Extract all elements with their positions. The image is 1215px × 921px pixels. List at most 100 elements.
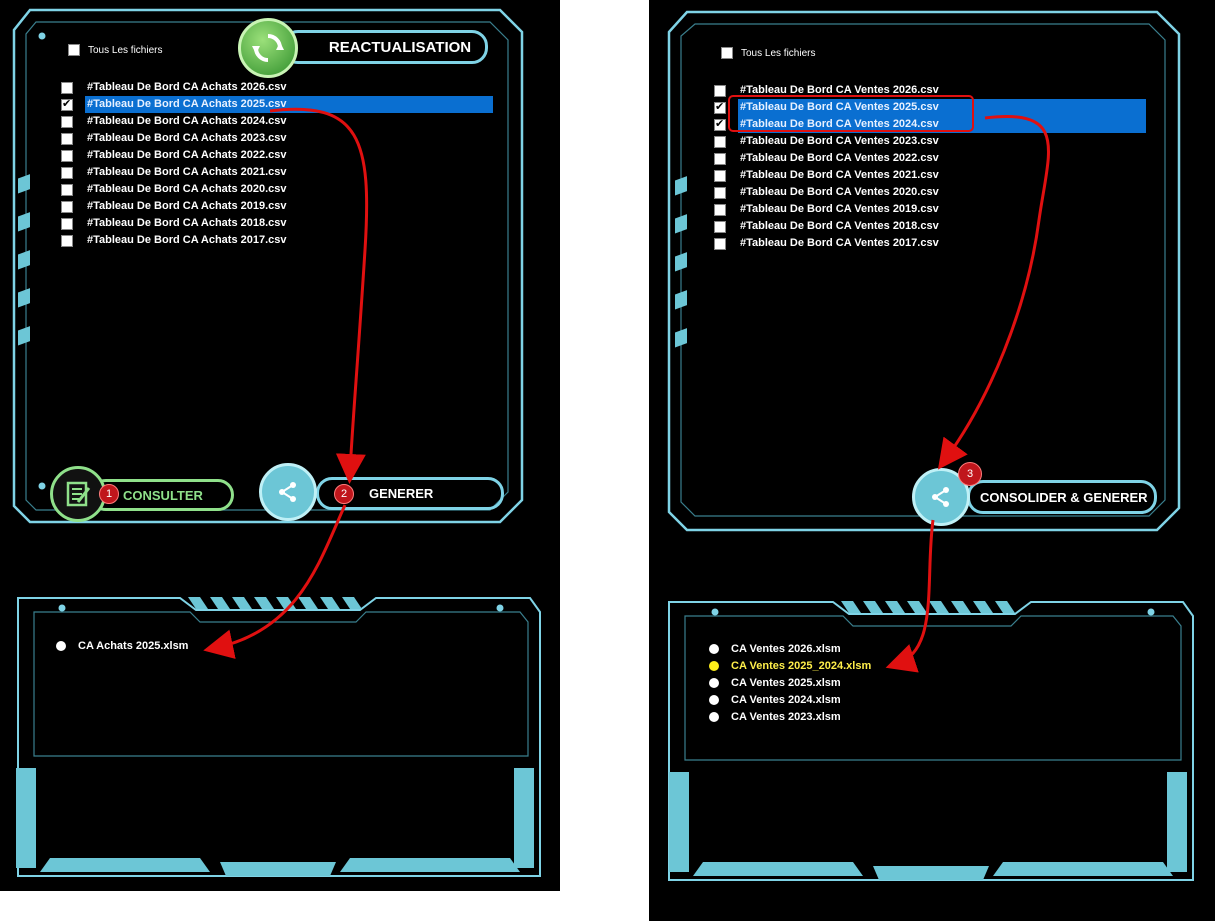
- refresh-icon[interactable]: [238, 18, 298, 78]
- file-row[interactable]: #Tableau De Bord CA Achats 2021.csv: [61, 164, 493, 181]
- file-name: #Tableau De Bord CA Achats 2026.csv: [87, 81, 287, 93]
- step-badge-2: 2: [334, 484, 354, 504]
- output-radio[interactable]: [709, 694, 719, 705]
- refresh-button[interactable]: REACTUALISATION: [282, 30, 488, 64]
- output-radio[interactable]: [709, 711, 719, 722]
- file-checkbox[interactable]: [714, 152, 726, 165]
- file-name: #Tableau De Bord CA Achats 2017.csv: [87, 234, 287, 246]
- ventes-file-list: #Tableau De Bord CA Ventes 2026.csv #Tabl…: [714, 82, 1146, 252]
- consult-label: CONSULTER: [123, 487, 203, 503]
- file-name: #Tableau De Bord CA Ventes 2020.csv: [740, 186, 939, 198]
- file-checkbox[interactable]: [714, 220, 726, 233]
- file-checkbox[interactable]: [714, 117, 726, 131]
- file-row[interactable]: #Tableau De Bord CA Achats 2026.csv: [61, 79, 493, 96]
- consolidate-generate-button[interactable]: CONSOLIDER & GENERER: [967, 480, 1157, 514]
- file-name: #Tableau De Bord CA Ventes 2022.csv: [740, 152, 939, 164]
- file-row[interactable]: #Tableau De Bord CA Ventes 2025.csv: [714, 99, 1146, 116]
- file-row[interactable]: #Tableau De Bord CA Ventes 2024.csv: [714, 116, 1146, 133]
- file-row[interactable]: #Tableau De Bord CA Ventes 2017.csv: [714, 235, 1146, 252]
- ventes-output-list: CA Ventes 2026.xlsm CA Ventes 2025_2024.x…: [709, 640, 871, 725]
- file-row[interactable]: #Tableau De Bord CA Achats 2020.csv: [61, 181, 493, 198]
- file-name: #Tableau De Bord CA Ventes 2025.csv: [738, 99, 1146, 116]
- select-all[interactable]: Tous Les fichiers: [68, 44, 162, 56]
- generate-button[interactable]: GENERER: [316, 477, 504, 510]
- output-radio[interactable]: [709, 677, 719, 688]
- output-file-name: CA Ventes 2024.xlsm: [731, 693, 841, 706]
- output-file-item[interactable]: CA Ventes 2025.xlsm: [709, 674, 871, 691]
- output-file-name: CA Ventes 2026.xlsm: [731, 642, 841, 655]
- file-checkbox[interactable]: [61, 166, 73, 179]
- achats-output-list: CA Achats 2025.xlsm: [56, 637, 188, 654]
- file-row[interactable]: #Tableau De Bord CA Ventes 2022.csv: [714, 150, 1146, 167]
- file-checkbox[interactable]: [61, 132, 73, 145]
- file-row[interactable]: #Tableau De Bord CA Ventes 2020.csv: [714, 184, 1146, 201]
- select-all-label: Tous Les fichiers: [741, 47, 816, 59]
- file-checkbox[interactable]: [61, 149, 73, 162]
- step-badge-3: 3: [958, 462, 982, 486]
- file-row[interactable]: #Tableau De Bord CA Achats 2018.csv: [61, 215, 493, 232]
- file-name: #Tableau De Bord CA Ventes 2021.csv: [740, 169, 939, 181]
- file-checkbox[interactable]: [61, 81, 73, 94]
- output-file-item[interactable]: CA Ventes 2025_2024.xlsm: [709, 657, 871, 674]
- file-checkbox[interactable]: [61, 200, 73, 213]
- output-file-item[interactable]: CA Achats 2025.xlsm: [56, 637, 188, 654]
- file-name: #Tableau De Bord CA Ventes 2019.csv: [740, 203, 939, 215]
- file-name: #Tableau De Bord CA Achats 2021.csv: [87, 166, 287, 178]
- output-file-item[interactable]: CA Ventes 2023.xlsm: [709, 708, 871, 725]
- file-name: #Tableau De Bord CA Achats 2025.csv: [85, 96, 493, 113]
- output-file-name: CA Ventes 2023.xlsm: [731, 710, 841, 723]
- file-row[interactable]: #Tableau De Bord CA Achats 2022.csv: [61, 147, 493, 164]
- file-checkbox[interactable]: [714, 84, 726, 97]
- file-checkbox[interactable]: [61, 115, 73, 128]
- file-row[interactable]: #Tableau De Bord CA Achats 2023.csv: [61, 130, 493, 147]
- file-name: #Tableau De Bord CA Ventes 2017.csv: [740, 237, 939, 249]
- file-name: #Tableau De Bord CA Achats 2023.csv: [87, 132, 287, 144]
- file-row[interactable]: #Tableau De Bord CA Achats 2017.csv: [61, 232, 493, 249]
- file-checkbox[interactable]: [714, 186, 726, 199]
- file-name: #Tableau De Bord CA Achats 2022.csv: [87, 149, 287, 161]
- consult-icon[interactable]: [50, 466, 106, 522]
- select-all-label: Tous Les fichiers: [88, 44, 163, 56]
- generate-label: GENERER: [369, 486, 434, 501]
- file-name: #Tableau De Bord CA Achats 2024.csv: [87, 115, 287, 127]
- output-file-item[interactable]: CA Ventes 2024.xlsm: [709, 691, 871, 708]
- file-checkbox[interactable]: [61, 97, 73, 111]
- output-file-name: CA Achats 2025.xlsm: [78, 639, 189, 652]
- consolidate-generate-label: CONSOLIDER & GENERER: [980, 489, 1148, 505]
- file-checkbox[interactable]: [714, 169, 726, 182]
- achats-file-list: #Tableau De Bord CA Achats 2026.csv #Tabl…: [61, 79, 493, 249]
- file-checkbox[interactable]: [714, 237, 726, 250]
- select-all-checkbox[interactable]: [721, 47, 733, 59]
- file-row[interactable]: #Tableau De Bord CA Ventes 2021.csv: [714, 167, 1146, 184]
- output-radio[interactable]: [709, 660, 719, 671]
- file-name: #Tableau De Bord CA Ventes 2026.csv: [740, 84, 939, 96]
- file-checkbox[interactable]: [61, 234, 73, 247]
- output-radio[interactable]: [56, 640, 66, 651]
- file-name: #Tableau De Bord CA Ventes 2018.csv: [740, 220, 939, 232]
- file-row[interactable]: #Tableau De Bord CA Ventes 2019.csv: [714, 201, 1146, 218]
- file-row[interactable]: #Tableau De Bord CA Ventes 2026.csv: [714, 82, 1146, 99]
- output-radio[interactable]: [709, 643, 719, 654]
- select-all[interactable]: Tous Les fichiers: [721, 47, 815, 59]
- share-icon[interactable]: [259, 463, 317, 521]
- file-name: #Tableau De Bord CA Achats 2018.csv: [87, 217, 287, 229]
- achats-panel: Tous Les fichiers REACTUALISATION #Table…: [0, 0, 560, 891]
- step-badge-1: 1: [99, 484, 119, 504]
- file-row[interactable]: #Tableau De Bord CA Achats 2024.csv: [61, 113, 493, 130]
- file-checkbox[interactable]: [714, 100, 726, 114]
- file-name: #Tableau De Bord CA Achats 2020.csv: [87, 183, 287, 195]
- file-checkbox[interactable]: [714, 135, 726, 148]
- select-all-checkbox[interactable]: [68, 44, 80, 56]
- file-row[interactable]: #Tableau De Bord CA Ventes 2023.csv: [714, 133, 1146, 150]
- file-checkbox[interactable]: [714, 203, 726, 216]
- file-name: #Tableau De Bord CA Ventes 2024.csv: [738, 116, 1146, 133]
- file-row[interactable]: #Tableau De Bord CA Ventes 2018.csv: [714, 218, 1146, 235]
- file-name: #Tableau De Bord CA Ventes 2023.csv: [740, 135, 939, 147]
- file-checkbox[interactable]: [61, 217, 73, 230]
- file-row[interactable]: #Tableau De Bord CA Achats 2025.csv: [61, 96, 493, 113]
- output-file-item[interactable]: CA Ventes 2026.xlsm: [709, 640, 871, 657]
- output-file-name: CA Ventes 2025_2024.xlsm: [731, 659, 872, 672]
- file-row[interactable]: #Tableau De Bord CA Achats 2019.csv: [61, 198, 493, 215]
- file-checkbox[interactable]: [61, 183, 73, 196]
- ventes-panel: Tous Les fichiers #Tableau De Bord CA Ve…: [649, 0, 1215, 921]
